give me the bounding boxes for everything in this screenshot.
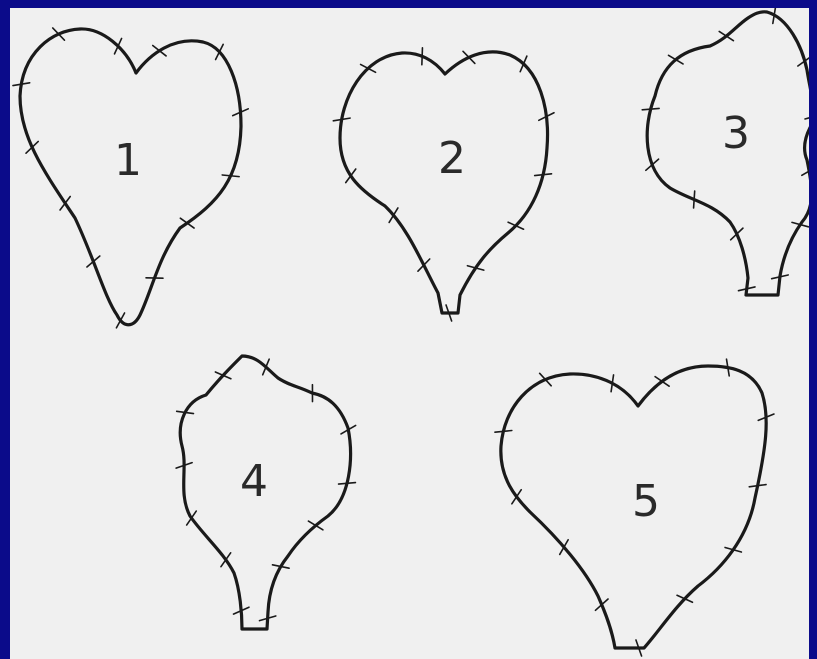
tick-mark [339,483,356,484]
leaf-shape-3-label: 3 [722,108,750,159]
tick-mark [805,114,809,118]
tick-mark [495,430,512,432]
tick-mark [26,141,38,153]
tick-mark [463,51,475,63]
diagram-panel: 1 2 3 4 5 [10,8,809,659]
tick-mark [731,228,743,240]
leaf-shape-2: 2 [340,52,548,313]
tick-mark [177,411,194,413]
leaf-shape-3: 3 [647,12,809,295]
tick-mark [418,259,430,271]
leaf-shape-1-label: 1 [114,135,142,186]
tick-marks [13,8,809,656]
leaf-shape-5: 5 [501,366,766,648]
tick-mark [535,174,552,176]
leaf-shape-4-label: 4 [240,456,268,507]
tick-mark [642,108,659,109]
leaf-shape-5-label: 5 [632,476,660,527]
tick-mark [694,191,695,208]
tick-mark [422,48,423,65]
leaf-shape-1: 1 [20,29,241,325]
leaf-shape-4: 4 [180,356,350,629]
tick-mark [114,38,121,53]
leaf-shapes-diagram: 1 2 3 4 5 [10,8,809,659]
tick-mark [53,28,65,40]
leaf-shape-2-label: 2 [438,133,466,184]
tick-mark [222,175,239,177]
tick-mark [508,222,523,229]
tick-mark [749,485,766,487]
